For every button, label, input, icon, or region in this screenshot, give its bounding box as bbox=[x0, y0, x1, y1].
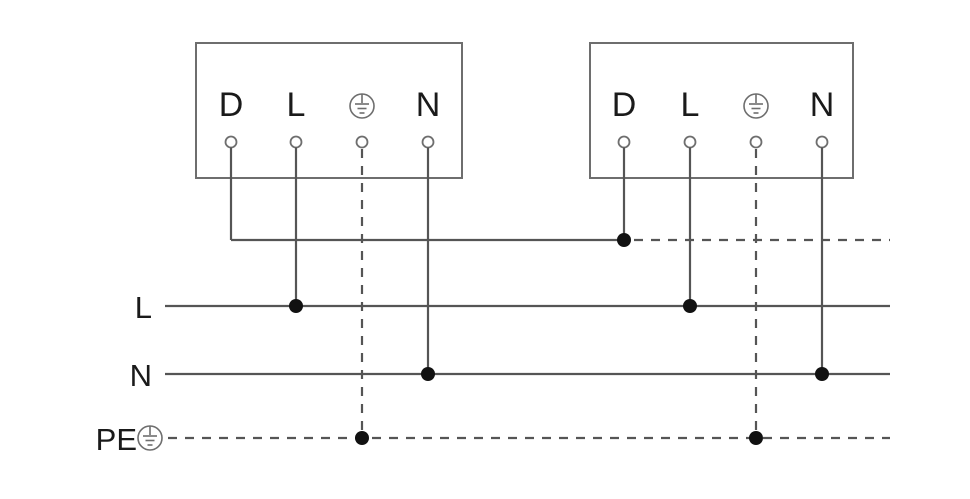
terminal-right-l-circle[interactable] bbox=[683, 135, 697, 149]
terminal-right-n-label: N bbox=[810, 86, 835, 124]
terminal-right-l-label: L bbox=[681, 86, 700, 124]
junction-dot-l-left bbox=[289, 299, 303, 313]
terminal-right-pe-circle[interactable] bbox=[749, 135, 763, 149]
device-right-outline bbox=[589, 42, 854, 179]
junction-dot-n-left bbox=[421, 367, 435, 381]
terminal-right-l[interactable]: L bbox=[681, 86, 700, 149]
junction-dot-pe-right bbox=[749, 431, 763, 445]
terminal-right-pe[interactable] bbox=[743, 93, 769, 149]
terminal-left-pe-circle[interactable] bbox=[355, 135, 369, 149]
terminal-right-n-circle[interactable] bbox=[815, 135, 829, 149]
earth-icon bbox=[349, 93, 375, 119]
bus-lines bbox=[165, 238, 890, 440]
junction-dot-pe-left bbox=[355, 431, 369, 445]
terminal-left-l-circle[interactable] bbox=[289, 135, 303, 149]
terminal-left-d-label: D bbox=[219, 86, 244, 124]
bus-label-n: N bbox=[130, 358, 152, 393]
terminal-left-d-circle[interactable] bbox=[224, 135, 238, 149]
junction-dot-l-right bbox=[683, 299, 697, 313]
terminal-left-n-circle[interactable] bbox=[421, 135, 435, 149]
junction-dot-d-right bbox=[617, 233, 631, 247]
drop-wires bbox=[229, 147, 824, 438]
device-left-outline bbox=[195, 42, 463, 179]
device-right[interactable]: D L N bbox=[589, 42, 854, 179]
terminal-left-n[interactable]: N bbox=[416, 86, 441, 149]
earth-icon bbox=[137, 425, 163, 451]
terminal-right-d-circle[interactable] bbox=[617, 135, 631, 149]
terminal-right-d[interactable]: D bbox=[612, 86, 637, 149]
earth-icon bbox=[743, 93, 769, 119]
junction-dot-n-right bbox=[815, 367, 829, 381]
bus-label-l: L bbox=[135, 290, 152, 325]
terminal-right-n[interactable]: N bbox=[810, 86, 835, 149]
bus-label-pe: PE bbox=[96, 422, 137, 457]
junction-dots bbox=[289, 233, 829, 445]
terminal-left-pe[interactable] bbox=[349, 93, 375, 149]
terminal-left-l-label: L bbox=[287, 86, 306, 124]
terminal-left-n-label: N bbox=[416, 86, 441, 124]
terminal-left-l[interactable]: L bbox=[287, 86, 306, 149]
bus-labels: L N PE bbox=[96, 290, 163, 457]
device-left[interactable]: D L N bbox=[195, 42, 463, 179]
terminal-right-d-label: D bbox=[612, 86, 637, 124]
